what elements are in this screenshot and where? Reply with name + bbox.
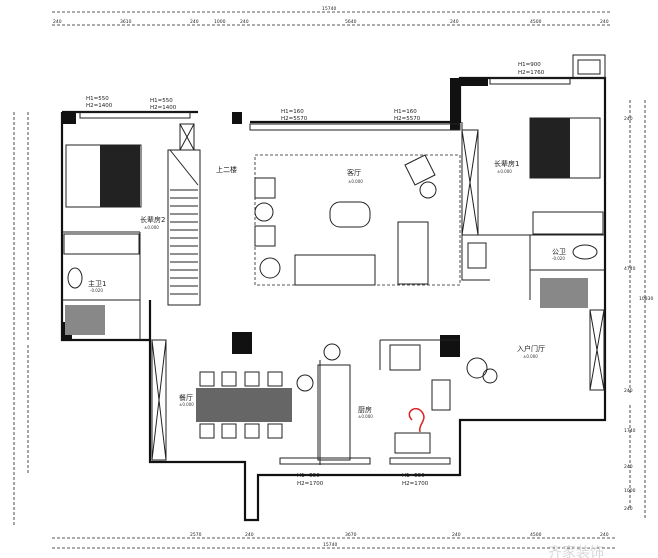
window-h2: H2=1700 bbox=[297, 481, 324, 487]
dim-label: 1740 bbox=[624, 428, 636, 434]
room-name: 客厅 bbox=[347, 168, 361, 177]
dim-label: 240 bbox=[624, 506, 633, 512]
window-h1: H1=160 bbox=[394, 109, 417, 115]
window-h2: H2=5570 bbox=[394, 116, 421, 122]
right-dimensions: 240 4740 10830 240 1740 240 1000 240 bbox=[624, 100, 653, 520]
watermark-logo: 齐家装饰 bbox=[548, 544, 604, 558]
dining-table bbox=[196, 388, 292, 422]
dim-label: 240 bbox=[245, 532, 254, 538]
room-labels: 长辈房2 ±0.000 主卫1 -0.020 客厅 ±0.000 长辈房1 ±0… bbox=[88, 159, 566, 419]
room-name: 长辈房2 bbox=[140, 215, 165, 224]
dim-label: 240 bbox=[53, 19, 62, 25]
armchair bbox=[404, 154, 436, 186]
room-name: 长辈房1 bbox=[494, 159, 519, 168]
dim-label: 240 bbox=[600, 532, 609, 538]
window-h1: H1=900 bbox=[518, 62, 541, 68]
room-level: ±0.000 bbox=[144, 225, 159, 230]
wardrobe bbox=[532, 211, 604, 235]
dim-label: 2570 bbox=[190, 532, 202, 538]
room-name: 餐厅 bbox=[179, 393, 193, 402]
furniture bbox=[63, 117, 604, 461]
bed-1-blanket bbox=[530, 118, 570, 178]
window-h1: H1=160 bbox=[281, 109, 304, 115]
window-h1: H1=550 bbox=[86, 96, 109, 102]
cabinets bbox=[151, 123, 605, 461]
room-name: 入户门厅 bbox=[517, 344, 545, 353]
armchair bbox=[254, 225, 276, 247]
dim-label: 240 bbox=[624, 116, 633, 122]
dim-label: 240 bbox=[624, 464, 633, 470]
side-table bbox=[419, 181, 437, 199]
dim-label: 240 bbox=[624, 388, 633, 394]
dim-label: 4740 bbox=[624, 266, 636, 272]
stair-label: 上二楼 bbox=[216, 165, 237, 174]
armchair bbox=[254, 177, 276, 199]
window-labels: H1=550 H2=1400 H1=550 H2=1400 H1=160 H2=… bbox=[86, 62, 545, 487]
kitchen-sink bbox=[394, 432, 431, 454]
fridge bbox=[389, 344, 421, 371]
window-h1: H1=550 bbox=[297, 473, 320, 479]
dim-label: 3610 bbox=[120, 19, 132, 25]
bed-2-blanket bbox=[100, 145, 140, 207]
side-table bbox=[254, 202, 274, 222]
dim-label: 240 bbox=[600, 19, 609, 25]
room-level: -0.020 bbox=[552, 256, 565, 261]
red-mark bbox=[408, 408, 425, 433]
dim-top-total: 15740 bbox=[322, 6, 336, 12]
dim-label: 240 bbox=[450, 19, 459, 25]
stove bbox=[431, 379, 451, 411]
staircase: 上二楼 bbox=[169, 149, 237, 295]
dim-label: 240 bbox=[452, 532, 461, 538]
toilet bbox=[67, 267, 83, 289]
top-dimensions: 15740 240 3610 240 1000 240 5640 240 450… bbox=[52, 6, 612, 26]
toilet bbox=[572, 244, 598, 260]
room-name: 主卫1 bbox=[88, 279, 106, 288]
room-level: ±0.000 bbox=[497, 169, 512, 174]
dim-label: 1000 bbox=[214, 19, 226, 25]
window-h2: H2=1400 bbox=[86, 103, 113, 109]
dim-label: 5640 bbox=[345, 19, 357, 25]
sofa bbox=[294, 254, 376, 286]
shower bbox=[540, 278, 588, 308]
bottom-dimensions: 2570 240 3670 240 4500 240 15740 bbox=[52, 532, 615, 549]
window-h2: H2=1700 bbox=[402, 481, 429, 487]
room-level: -0.020 bbox=[90, 288, 103, 293]
dim-label: 3670 bbox=[345, 532, 357, 538]
walls bbox=[60, 54, 607, 522]
wardrobe bbox=[63, 233, 140, 255]
plant bbox=[482, 368, 498, 384]
window-h1: H1=550 bbox=[402, 473, 425, 479]
window-h1: H1=550 bbox=[150, 98, 173, 104]
dim-bottom-total: 15740 bbox=[323, 542, 337, 548]
plant bbox=[466, 357, 488, 379]
dim-label: 4500 bbox=[530, 532, 542, 538]
coffee-table bbox=[329, 201, 371, 228]
room-name: 公卫 bbox=[552, 248, 566, 256]
window-h2: H2=1760 bbox=[518, 70, 545, 76]
side-table bbox=[259, 257, 281, 279]
shower bbox=[65, 305, 105, 335]
room-level: ±0.000 bbox=[523, 354, 538, 359]
dim-label: 4500 bbox=[530, 19, 542, 25]
dim-label: 1000 bbox=[624, 488, 636, 494]
marble-counter bbox=[317, 364, 351, 461]
basin bbox=[467, 242, 487, 269]
window-h2: H2=1400 bbox=[150, 105, 177, 111]
dim-label: 240 bbox=[240, 19, 249, 25]
sofa-chaise bbox=[397, 221, 429, 285]
dim-label: 10830 bbox=[639, 296, 653, 302]
window-h2: H2=5570 bbox=[281, 116, 308, 122]
room-level: ±0.000 bbox=[348, 179, 363, 184]
room-level: ±0.000 bbox=[358, 414, 373, 419]
room-name: 厨房 bbox=[358, 405, 372, 414]
room-level: ±0.000 bbox=[179, 402, 194, 407]
dim-label: 240 bbox=[190, 19, 199, 25]
